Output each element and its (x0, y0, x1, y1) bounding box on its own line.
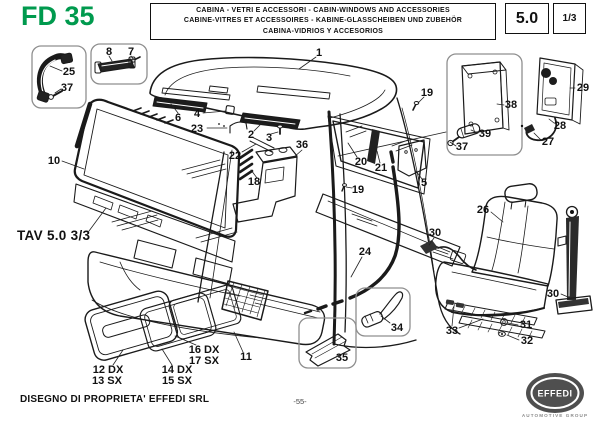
part-label-13-sx: 13 SX (92, 375, 122, 387)
part-label-3: 3 (265, 132, 273, 144)
part-label-19: 19 (351, 184, 365, 196)
part-label-25: 25 (62, 66, 76, 78)
model-code: FD 35 (21, 1, 95, 31)
part-label-22: 22 (228, 150, 242, 162)
tav-reference: TAV 5.0 3/3 (17, 228, 91, 243)
door-window-drawing (327, 115, 431, 195)
part-label-27: 27 (541, 136, 555, 148)
title-box: CABINA - VETRI E ACCESSORI - CABIN-WINDO… (150, 3, 496, 40)
part-label-17-sx: 17 SX (189, 355, 219, 367)
part-label-37: 37 (60, 82, 74, 94)
part-label-18: 18 (247, 176, 261, 188)
rear-panel-drawing (315, 101, 467, 267)
bracket-5-drawing (397, 139, 427, 177)
sun-visor-drawings (152, 96, 301, 135)
part-label-24: 24 (358, 246, 372, 258)
part-label-31: 31 (519, 319, 533, 331)
part-label-30: 30 (546, 288, 560, 300)
part-label-16-dx: 16 DX (188, 344, 220, 356)
part-label-15-sx: 15 SX (162, 375, 192, 387)
part-label-21: 21 (374, 162, 388, 174)
callout-box-handle-8 (90, 43, 148, 85)
part-label-7: 7 (127, 46, 135, 58)
title-line-fr-de: CABINE-VITRES ET ACCESSOIRES - KABINE-GL… (183, 17, 463, 25)
floor-step-drawing (87, 251, 326, 346)
leader-lines (49, 55, 576, 366)
part-label-33: 33 (445, 325, 459, 337)
effedi-logo: EFFEDI (526, 373, 584, 413)
part-label-2: 2 (247, 129, 255, 141)
part-label-19: 19 (420, 87, 434, 99)
callout-box-34 (355, 287, 411, 337)
door-seal-drawing (303, 150, 401, 315)
part-label-38: 38 (504, 99, 518, 111)
part-label-4: 4 (193, 108, 201, 120)
part-label-8: 8 (105, 46, 113, 58)
console-drawing (232, 146, 298, 223)
section-number-box: 5.0 (505, 3, 549, 34)
title-line-es: CABINA-VIDRIOS Y ACCESORIOS (262, 27, 384, 35)
logo-subtext: AUTOMOTIVE GROUP (521, 413, 589, 418)
part-label-30: 30 (428, 227, 442, 239)
title-line-it-en: CABINA - VETRI E ACCESSORI - CABIN-WINDO… (196, 6, 450, 14)
part-label-34: 34 (390, 322, 404, 334)
seatbelt-retractor-drawing (555, 205, 593, 315)
callout-box-handle-25 (31, 45, 87, 109)
part-label-12-dx: 12 DX (92, 364, 124, 376)
part-label-20: 20 (354, 156, 368, 168)
page-number: -55- (293, 397, 307, 406)
part-label-32: 32 (520, 335, 534, 347)
part-label-11: 11 (240, 351, 252, 363)
seat-drawing (420, 183, 558, 340)
part-label-6: 6 (174, 112, 182, 124)
sheet-number-box: 1/3 (553, 3, 586, 34)
part-label-35: 35 (335, 352, 349, 364)
part-label-5: 5 (420, 177, 428, 189)
part-label-23: 23 (190, 123, 204, 135)
part-label-29: 29 (576, 82, 590, 94)
part-label-1: 1 (315, 47, 323, 59)
part-label-26: 26 (476, 204, 490, 216)
logo-text: EFFEDI (537, 389, 572, 399)
dashboard-drawing (73, 183, 236, 291)
part-label-37: 37 (455, 141, 469, 153)
part-label-36: 36 (295, 139, 309, 151)
part-label-39: 39 (478, 128, 492, 140)
windshield-drawing (73, 98, 241, 243)
callout-box-38 (446, 53, 523, 156)
callout-box-35 (298, 317, 357, 369)
part-label-14-dx: 14 DX (161, 364, 193, 376)
part-label-10: 10 (47, 155, 61, 167)
property-notice: DISEGNO DI PROPRIETA' EFFEDI SRL (20, 394, 210, 405)
part-label-28: 28 (553, 120, 567, 132)
unit-29-drawing (520, 57, 584, 142)
door-panel-drawings (84, 284, 242, 361)
